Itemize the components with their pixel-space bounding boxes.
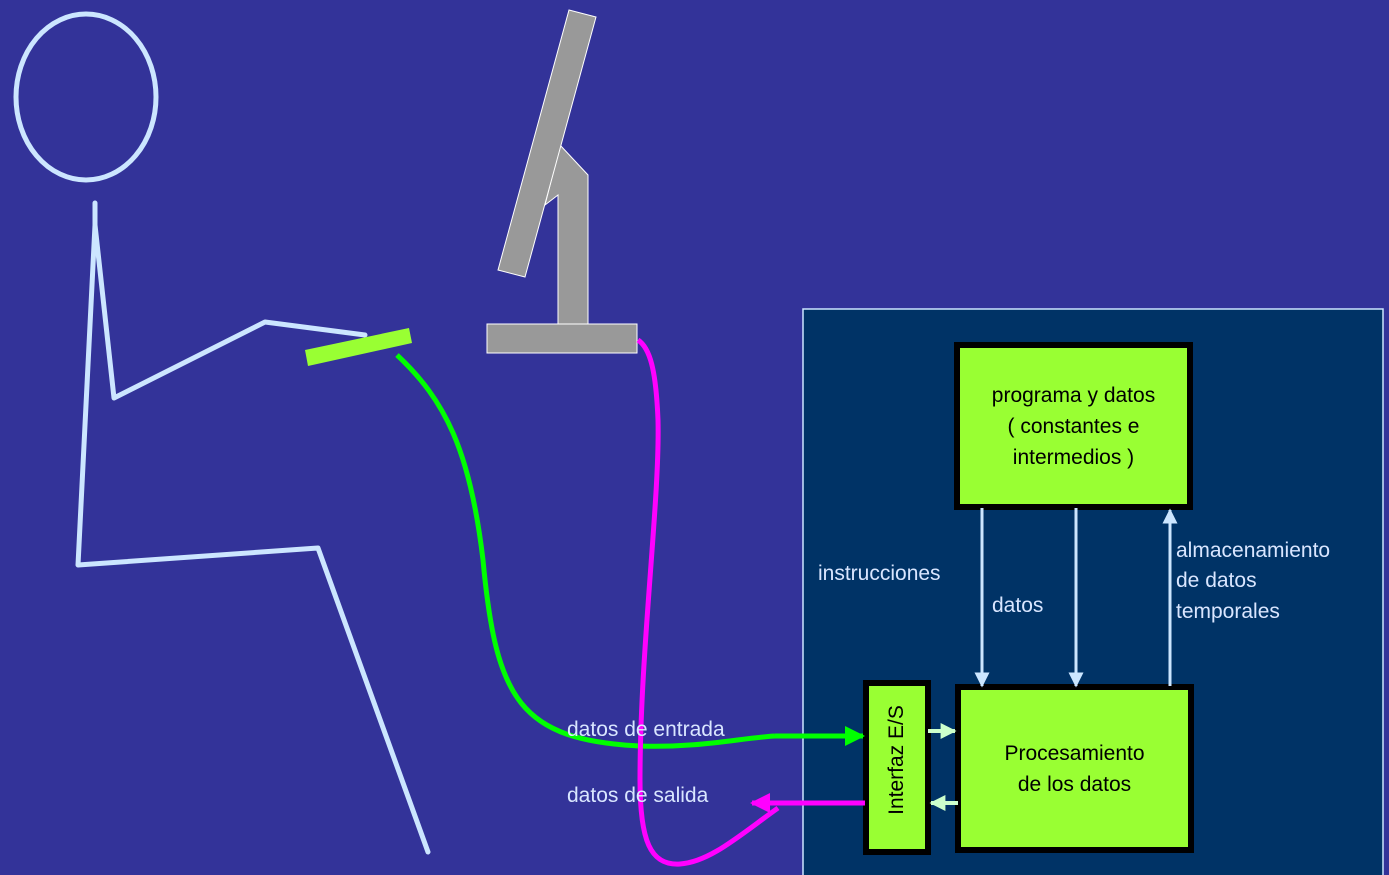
person-body [75, 222, 431, 855]
output-data-wire [636, 337, 780, 867]
input-data-label: datos de entrada [567, 718, 725, 741]
monitor-base [486, 323, 638, 354]
program-box-line-1: programa y datos [991, 383, 1156, 407]
processing-box-line-1: Procesamiento [1004, 741, 1145, 765]
person-arm [92, 222, 368, 401]
output-data-label: datos de salida [567, 784, 709, 807]
instructions-label: instrucciones [818, 562, 941, 585]
person-figure [13, 11, 431, 855]
program-box-text: programa y datos ( constantes e intermed… [963, 351, 1184, 501]
program-box-line-3: intermedios ) [1012, 445, 1135, 469]
keyboard [305, 328, 412, 366]
program-box-line-2: ( constantes e [1007, 414, 1140, 438]
monitor [486, 9, 638, 354]
processing-box-line-2: de los datos [1017, 772, 1132, 796]
io-interface-box [863, 680, 931, 855]
processing-box-text: Procesamiento de los datos [964, 693, 1185, 844]
storage-label-line-1: almacenamiento [1176, 539, 1331, 562]
input-data-wire [395, 353, 776, 749]
program-box [954, 342, 1193, 510]
data-label: datos [992, 594, 1044, 617]
monitor-screen [497, 9, 597, 278]
storage-label-line-2: de datos [1176, 569, 1257, 592]
io-interface-label: Interfaz E/S [885, 705, 908, 815]
person-head [13, 11, 159, 183]
storage-label-line-3: temporales [1176, 600, 1280, 623]
